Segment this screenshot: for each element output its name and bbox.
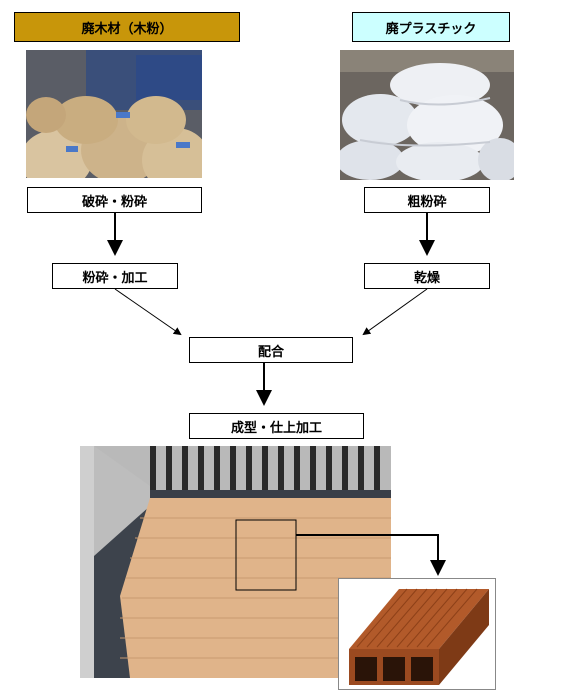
wood-step-crush: 破砕・粉砕 [27, 187, 202, 213]
arrow-plastic-2 [362, 288, 428, 336]
plastic-source-label: 廃プラスチック [352, 12, 510, 42]
plastic-photo [340, 50, 514, 180]
profile-photo [338, 578, 496, 690]
plastic-step-dry: 乾燥 [364, 263, 490, 289]
arrow-wood-2 [114, 288, 182, 336]
final-step-molding: 成型・仕上加工 [189, 413, 364, 439]
merge-step-blend: 配合 [189, 337, 353, 363]
wood-step-grind: 粉砕・加工 [52, 263, 178, 289]
wood-photo [26, 50, 202, 178]
wood-source-label: 廃木材（木粉） [14, 12, 240, 42]
arrow-zoom [296, 534, 446, 576]
plastic-step-coarse-crush: 粗粉砕 [364, 187, 490, 213]
